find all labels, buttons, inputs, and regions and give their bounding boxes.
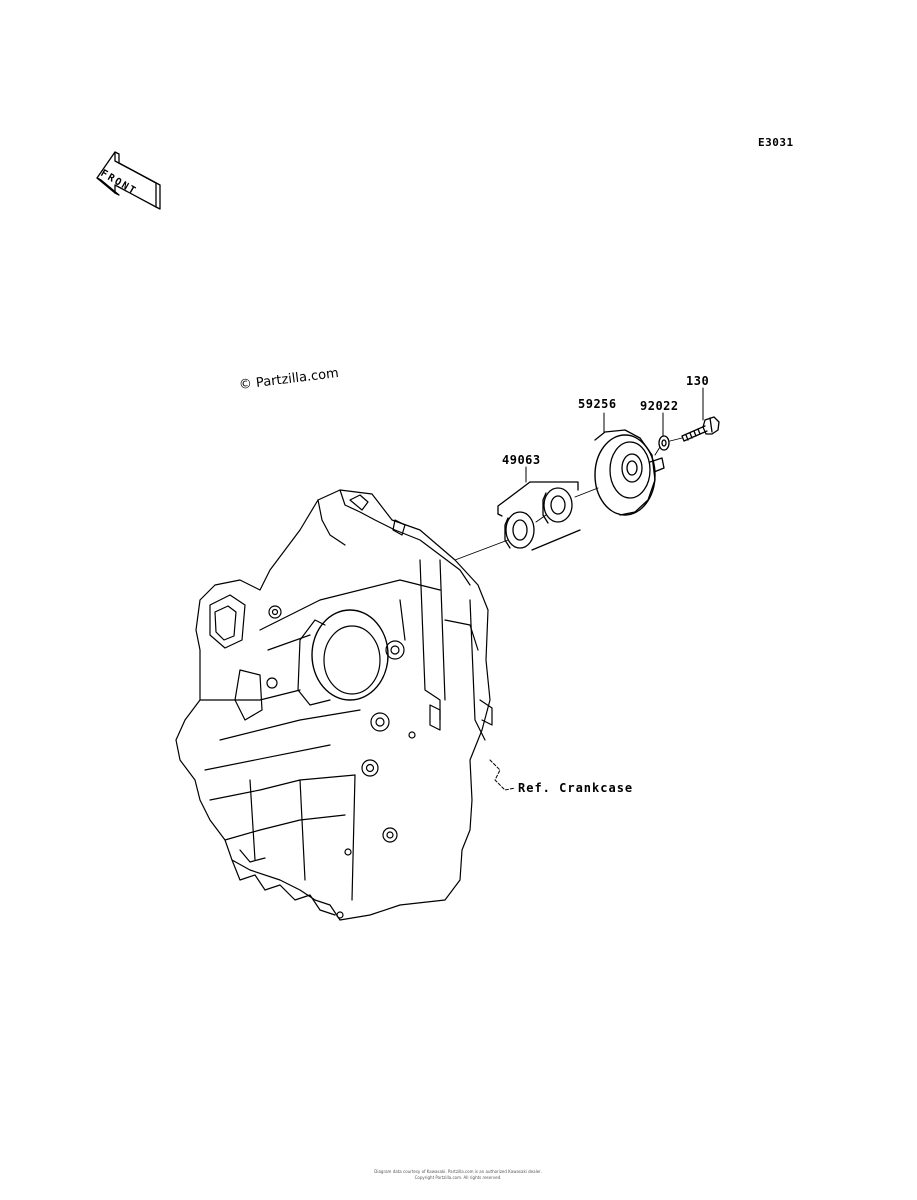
part-label-59256[interactable]: 59256 (578, 397, 617, 411)
part-59256-drawing (594, 429, 665, 516)
ref-crankcase-label: Ref. Crankcase (518, 781, 634, 795)
footer-line-1: Diagram data courtesy of Kawasaki. Partz… (374, 1169, 542, 1174)
crankcase-drawing (175, 489, 493, 921)
diagram-code: E3031 (758, 136, 794, 149)
part-label-49063[interactable]: 49063 (502, 453, 541, 467)
footer-line-2: Copyright Partzilla.com. All rights rese… (414, 1175, 502, 1180)
front-arrow-icon (96, 151, 161, 210)
part-130-drawing (681, 416, 720, 442)
part-92022-drawing (658, 435, 670, 451)
part-label-130[interactable]: 130 (686, 374, 710, 388)
part-49063-drawing (497, 481, 581, 551)
part-label-92022[interactable]: 92022 (640, 399, 679, 413)
